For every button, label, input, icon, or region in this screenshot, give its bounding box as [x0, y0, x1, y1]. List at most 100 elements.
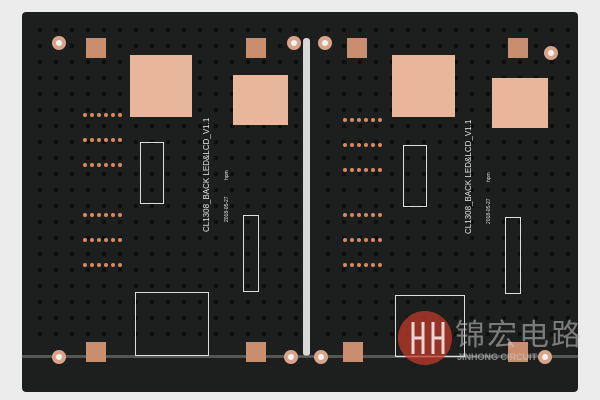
copper-via-pad	[357, 238, 361, 242]
via-mark	[69, 283, 75, 289]
via-mark	[245, 59, 251, 65]
via-mark	[405, 299, 411, 305]
copper-pad-square	[246, 342, 266, 362]
via-mark	[117, 43, 123, 49]
copper-via-pad	[97, 163, 101, 167]
via-mark	[149, 123, 155, 129]
via-mark	[469, 187, 475, 193]
via-mark	[37, 27, 43, 33]
via-mark	[501, 59, 507, 65]
via-mark	[501, 139, 507, 145]
via-mark	[325, 187, 331, 193]
via-mark	[549, 107, 555, 113]
via-mark	[133, 331, 139, 337]
via-mark	[565, 43, 571, 49]
via-mark	[501, 187, 507, 193]
via-mark	[469, 315, 475, 321]
copper-via-pad	[104, 113, 108, 117]
via-mark	[293, 219, 299, 225]
ic-outline	[403, 145, 427, 207]
via-mark	[549, 219, 555, 225]
via-mark	[85, 155, 91, 161]
via-mark	[117, 187, 123, 193]
via-mark	[549, 235, 555, 241]
via-mark	[325, 331, 331, 337]
copper-pad-square	[508, 38, 528, 58]
via-mark	[69, 91, 75, 97]
via-mark	[133, 187, 139, 193]
via-mark	[357, 171, 363, 177]
via-mark	[37, 203, 43, 209]
via-mark	[85, 203, 91, 209]
via-mark	[485, 203, 491, 209]
via-mark	[437, 27, 443, 33]
via-mark	[341, 59, 347, 65]
via-mark	[373, 219, 379, 225]
via-mark	[469, 235, 475, 241]
via-mark	[53, 91, 59, 97]
via-mark	[149, 155, 155, 161]
via-mark	[485, 299, 491, 305]
via-mark	[229, 315, 235, 321]
via-mark	[549, 267, 555, 273]
via-mark	[261, 59, 267, 65]
via-mark	[261, 219, 267, 225]
via-mark	[117, 203, 123, 209]
via-mark	[85, 187, 91, 193]
via-mark	[437, 267, 443, 273]
via-mark	[453, 299, 459, 305]
via-mark	[197, 251, 203, 257]
via-mark	[453, 43, 459, 49]
via-mark	[389, 187, 395, 193]
via-mark	[533, 283, 539, 289]
via-mark	[437, 139, 443, 145]
via-mark	[197, 123, 203, 129]
via-mark	[69, 203, 75, 209]
via-mark	[149, 187, 155, 193]
via-mark	[165, 139, 171, 145]
via-mark	[277, 299, 283, 305]
via-mark	[277, 219, 283, 225]
via-mark	[293, 139, 299, 145]
copper-via-pad	[111, 238, 115, 242]
via-mark	[229, 139, 235, 145]
via-mark	[245, 251, 251, 257]
via-mark	[421, 171, 427, 177]
via-mark	[373, 75, 379, 81]
via-mark	[37, 123, 43, 129]
via-mark	[53, 187, 59, 193]
via-mark	[373, 251, 379, 257]
via-mark	[213, 155, 219, 161]
via-mark	[53, 331, 59, 337]
copper-via-pad	[371, 168, 375, 172]
via-mark	[565, 283, 571, 289]
copper-via-pad	[83, 263, 87, 267]
via-mark	[53, 155, 59, 161]
via-mark	[117, 315, 123, 321]
via-mark	[165, 171, 171, 177]
via-mark	[485, 219, 491, 225]
via-mark	[389, 203, 395, 209]
via-mark	[165, 251, 171, 257]
copper-via-pad	[118, 263, 122, 267]
via-mark	[485, 235, 491, 241]
via-mark	[229, 331, 235, 337]
via-mark	[453, 251, 459, 257]
via-mark	[533, 171, 539, 177]
mounting-hole	[287, 36, 301, 50]
via-mark	[37, 59, 43, 65]
via-mark	[181, 203, 187, 209]
via-mark	[517, 27, 523, 33]
via-mark	[53, 283, 59, 289]
via-mark	[341, 283, 347, 289]
via-mark	[85, 27, 91, 33]
via-mark	[549, 187, 555, 193]
via-mark	[245, 27, 251, 33]
via-mark	[485, 171, 491, 177]
copper-via-pad	[104, 138, 108, 142]
via-mark	[229, 203, 235, 209]
via-mark	[549, 155, 555, 161]
copper-via-pad	[378, 118, 382, 122]
via-mark	[261, 27, 267, 33]
via-mark	[213, 315, 219, 321]
